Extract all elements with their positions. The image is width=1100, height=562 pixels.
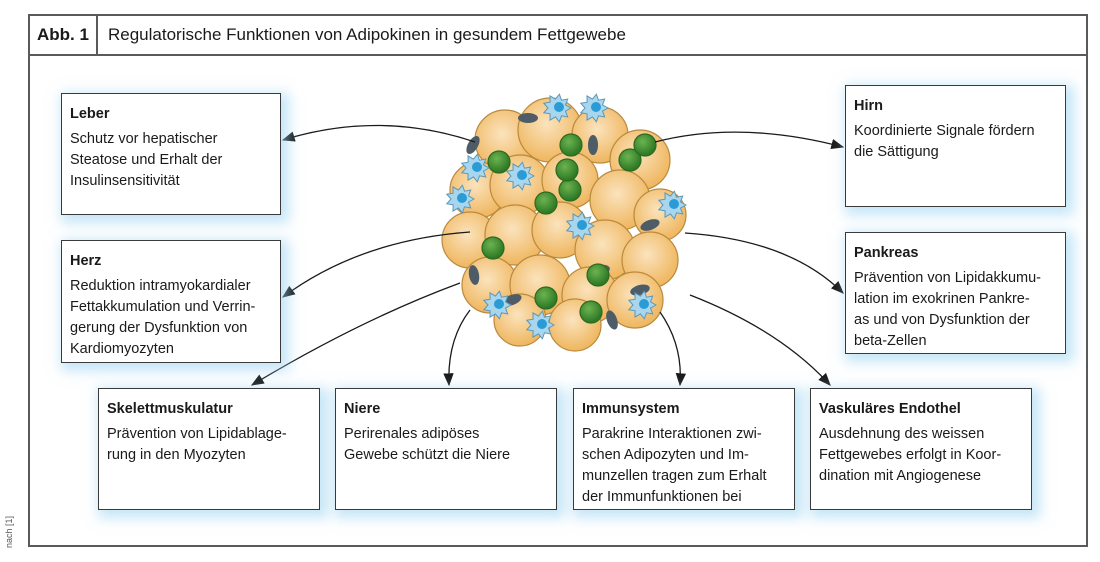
green-cell <box>558 178 582 202</box>
fat-tissue-cluster <box>441 93 688 352</box>
green-cell <box>481 236 505 260</box>
immune-cell-nucleus <box>457 193 467 203</box>
green-cell <box>534 191 558 215</box>
immune-cell-nucleus <box>554 102 564 112</box>
box-text: Parakrine Interaktionen zwi- schen Adipo… <box>582 426 767 505</box>
arrow-to-skelettmuskulatur <box>250 282 461 386</box>
arrow-to-pankreas <box>684 232 844 294</box>
immune-cell-nucleus <box>537 319 547 329</box>
box-leber: Leber Schutz vor hepatischer Steatose un… <box>61 93 281 215</box>
box-heading: Herz <box>70 253 102 269</box>
endothelial-cell <box>588 135 598 155</box>
box-skelettmuskulatur: Skelettmuskulatur Prävention von Lipidab… <box>98 388 320 510</box>
figure-title: Regulatorische Funktionen von Adipokinen… <box>108 25 626 44</box>
immune-cell-nucleus <box>591 102 601 112</box>
endothelial-cell <box>468 265 480 285</box>
green-cell <box>487 150 511 174</box>
box-heading: Hirn <box>854 98 883 114</box>
box-herz: Herz Reduktion intramyokardialer Fettakk… <box>61 240 281 363</box>
box-immunsystem: Immunsystem Parakrine Interaktionen zwi-… <box>573 388 795 510</box>
green-cell <box>618 148 642 172</box>
green-cell <box>559 133 583 157</box>
immune-cell-nucleus <box>577 220 587 230</box>
endothelial-cell <box>466 135 480 155</box>
immune-cell-nucleus <box>669 199 679 209</box>
figure-frame: Abb. 1 Regulatorische Funktionen von Adi… <box>28 14 1088 547</box>
arrow-to-immunsystem <box>659 311 687 387</box>
arrows <box>250 124 845 387</box>
box-text: Reduktion intramyokardialer Fettakkumula… <box>70 278 256 357</box>
box-text: Prävention von Lipidablage- rung in den … <box>107 426 287 463</box>
box-text: Schutz vor hepatischer Steatose und Erha… <box>70 131 223 189</box>
box-text: Ausdehnung des weissen Fettgewebes erfol… <box>819 426 1002 484</box>
green-cell <box>633 133 657 157</box>
immune-cell-nucleus <box>639 299 649 309</box>
arrow-to-leber <box>281 124 476 143</box>
arrow-to-herz <box>281 231 471 298</box>
green-cell <box>555 158 579 182</box>
figure-label: Abb. 1 <box>30 16 98 54</box>
box-pankreas: Pankreas Prävention von Lipidakkumu- lat… <box>845 232 1066 354</box>
green-cell <box>534 286 558 310</box>
immune-cell-nucleus <box>472 162 482 172</box>
endothelial-cell <box>518 113 538 123</box>
box-text: Perirenales adipöses Gewebe schützt die … <box>344 426 511 463</box>
arrow-to-niere <box>443 309 471 387</box>
box-heading: Immunsystem <box>582 401 680 417</box>
box-niere: Niere Perirenales adipöses Gewebe schütz… <box>335 388 557 510</box>
green-cell <box>586 263 610 287</box>
immune-cell-nucleus <box>494 299 504 309</box>
box-heading: Skelettmuskulatur <box>107 401 233 417</box>
box-heading: Niere <box>344 401 381 417</box>
green-cell <box>579 300 603 324</box>
box-heading: Leber <box>70 106 110 122</box>
immune-cell-nucleus <box>517 170 527 180</box>
endothelial-cell <box>640 219 660 231</box>
box-heading: Vaskuläres Endothel <box>819 401 961 417</box>
box-vaskulaeres-endothel: Vaskuläres Endothel Ausdehnung des weiss… <box>810 388 1032 510</box>
box-text: Koordinierte Signale fördern die Sättigu… <box>854 123 1035 160</box>
figure-header: Abb. 1 Regulatorische Funktionen von Adi… <box>30 16 1086 56</box>
box-hirn: Hirn Koordinierte Signale fördern die Sä… <box>845 85 1066 207</box>
arrow-to-hirn <box>654 131 845 150</box>
box-text: Prävention von Lipidakkumu- lation im ex… <box>854 270 1041 349</box>
arrow-to-endothel <box>689 294 831 386</box>
box-heading: Pankreas <box>854 245 919 261</box>
endothelial-cell <box>606 310 618 330</box>
